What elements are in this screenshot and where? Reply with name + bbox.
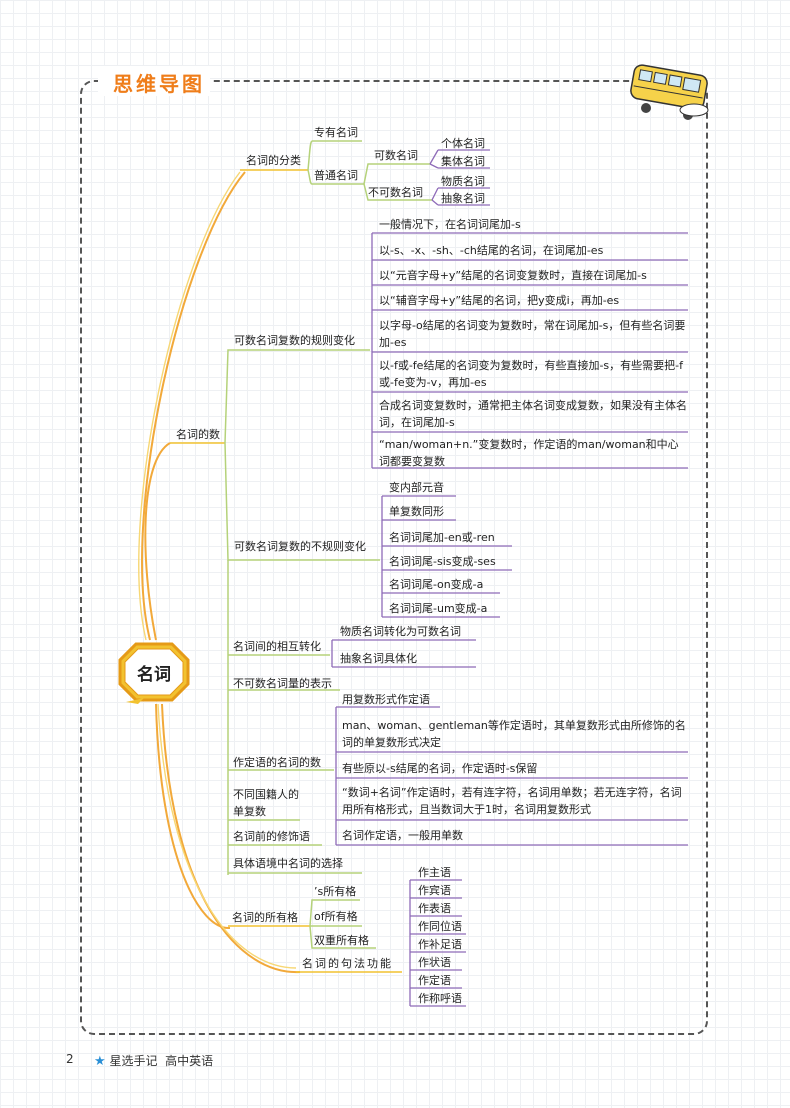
possessive-s: ’s所有格 [314,885,357,898]
attributive-rule-5: 名词作定语，一般用单数 [342,829,463,842]
regular-rule-1: 一般情况下，在名词词尾加-s [379,218,521,231]
syntax-adverbial: 作状语 [418,956,451,969]
individual-noun-label: 个体名词 [441,137,485,150]
abstract-noun-label: 抽象名词 [441,192,485,205]
syntax-subject: 作主语 [418,866,451,879]
material-noun-label: 物质名词 [441,175,485,188]
uncountable-quantity-label: 不可数名词量的表示 [233,677,332,690]
attributive-rule-1: 用复数形式作定语 [342,693,430,706]
syntax-vocative: 作称呼语 [418,992,462,1005]
star-icon: ★ [94,1054,106,1069]
syntax-complement: 作补足语 [418,938,462,951]
syntax-predicative: 作表语 [418,902,451,915]
irregular-rule-6: 名词词尾-um变成-a [389,602,488,615]
common-noun-label: 普通名词 [314,169,358,182]
nationality-label: 不同国籍人的单复数 [233,788,299,818]
irregular-rule-4: 名词词尾-sis变成-ses [389,555,496,568]
context-label: 具体语境中名词的选择 [233,857,343,870]
irregular-rule-3: 名词词尾加-en或-ren [389,531,495,544]
dashed-frame [80,80,708,1035]
attributive-rule-2: man、woman、gentleman等作定语时，其单复数形式由所修饰的名词的单… [342,719,686,749]
modifiers-label: 名词前的修饰语 [233,830,310,843]
possessive-label: 名词的所有格 [232,911,298,924]
regular-rule-2: 以-s、-x、-sh、-ch结尾的名词，在词尾加-es [379,244,604,257]
footer-brand: ★ 星选手记 高中英语 [94,1052,213,1069]
regular-rule-3: 以“元音字母+y”结尾的名词变复数时，直接在词尾加-s [379,269,647,282]
number-label: 名词的数 [176,428,220,441]
countable-noun-label: 可数名词 [374,149,418,162]
possessive-of: of所有格 [314,910,358,923]
regular-rule-7: 合成名词变复数时，通常把主体名词变成复数，如果没有主体名词，在词尾加-s [379,399,687,429]
center-node-label: 名词 [137,665,171,685]
conversion-item-1: 物质名词转化为可数名词 [340,625,461,638]
page-title: 思维导图 [113,72,205,96]
conversion-label: 名词间的相互转化 [233,640,321,653]
syntax-appositive: 作同位语 [418,920,462,933]
page-number: 2 [66,1052,74,1066]
uncountable-noun-label: 不可数名词 [368,186,423,199]
collective-noun-label: 集体名词 [441,155,485,168]
irregular-rule-1: 变内部元音 [389,481,444,494]
brand-name: 星选手记 [109,1054,158,1068]
regular-rule-4: 以“辅音字母+y”结尾的名词，把y变成i，再加-es [379,294,620,307]
classification-label: 名词的分类 [246,154,301,167]
irregular-rule-5: 名词词尾-on变成-a [389,578,484,591]
attributive-rule-3: 有些原以-s结尾的名词，作定语时-s保留 [342,762,538,775]
syntax-attributive: 作定语 [418,974,451,987]
bus-icon [630,64,709,120]
center-node-badge [118,642,190,704]
possessive-double: 双重所有格 [314,934,369,947]
irregular-rule-2: 单复数同形 [389,505,444,518]
syntax-object: 作宾语 [418,884,451,897]
syntax-label: 名词的句法功能 [302,957,393,970]
regular-rule-8: “man/woman+n.”变复数时，作定语的man/woman和中心词都要变复… [379,438,679,468]
subject-name: 高中英语 [165,1054,214,1068]
irregular-plural-label: 可数名词复数的不规则变化 [234,540,366,553]
proper-noun-label: 专有名词 [314,126,358,139]
attributive-rule-4: “数词+名词”作定语时，若有连字符，名词用单数；若无连字符，名词用所有格形式，且… [342,786,682,816]
regular-rule-5: 以字母-o结尾的名词变为复数时，常在词尾加-s，但有些名词要加-es [379,319,686,349]
regular-rule-6: 以-f或-fe结尾的名词变为复数时，有些直接加-s，有些需要把-f或-fe变为-… [379,359,683,389]
conversion-item-2: 抽象名词具体化 [340,652,417,665]
attributive-number-label: 作定语的名词的数 [233,756,321,769]
regular-plural-label: 可数名词复数的规则变化 [234,334,355,347]
